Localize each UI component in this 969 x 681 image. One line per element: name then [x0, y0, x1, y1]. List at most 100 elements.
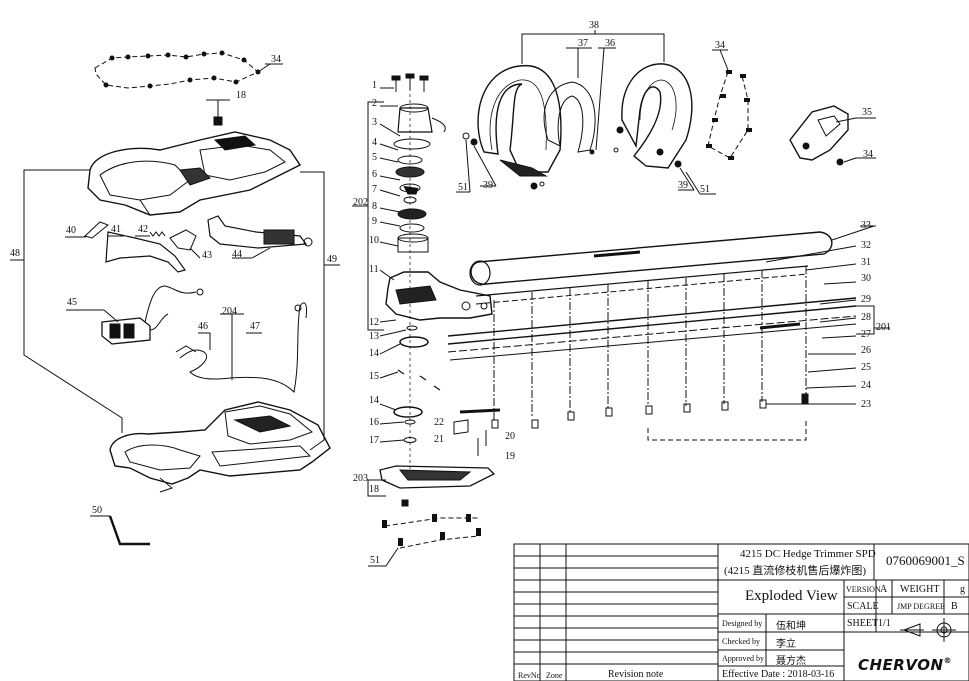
rev-no-header: RevNo	[518, 671, 541, 680]
projection-symbol	[900, 618, 956, 642]
part-label-33: 33	[861, 220, 871, 231]
housing-lower	[109, 401, 331, 485]
degree-label: JMP DEGREE	[897, 602, 945, 611]
part-label-24: 24	[861, 380, 871, 391]
part-label-6: 6	[372, 169, 377, 180]
part-label-44: 44	[232, 249, 242, 260]
hand-guard-35	[789, 105, 849, 161]
scale-label: SCALE	[847, 601, 879, 612]
part-label-19: 19	[505, 451, 515, 462]
drawing-name: Exploded View	[745, 588, 838, 604]
part-label-41: 41	[111, 224, 121, 235]
part-label-201: 201	[876, 322, 891, 333]
part-label-37: 37	[578, 38, 588, 49]
part-label-34c: 34	[863, 149, 873, 160]
part-label-15: 15	[369, 371, 379, 382]
terminal-45	[101, 317, 151, 345]
part-label-21: 21	[434, 434, 444, 445]
title-block-grid	[513, 543, 969, 681]
zone-header: Zone	[546, 671, 563, 680]
screw-chain-34	[94, 52, 259, 89]
part-label-42: 42	[138, 224, 148, 235]
part-label-27: 27	[861, 329, 871, 340]
gearbox-housing-11	[385, 271, 493, 321]
designed-by: 伍和坤	[776, 621, 806, 632]
company-logo: CHERVON®	[858, 656, 953, 674]
part-label-4: 4	[372, 137, 377, 148]
hex-key-50	[108, 515, 150, 546]
part-label-8: 8	[372, 201, 377, 212]
version-label: VERSION	[846, 585, 881, 594]
part-label-35: 35	[862, 107, 872, 118]
weight-unit: g	[960, 584, 965, 595]
approved-by-label: Approved by	[722, 654, 764, 663]
motor-screws-1	[391, 73, 429, 92]
effective-date: Effective Date : 2018-03-16	[722, 669, 835, 680]
degree-value: B	[951, 601, 958, 612]
part-label-203: 203	[353, 473, 368, 484]
part-label-204: 204	[222, 306, 237, 317]
part-label-39b: 39	[678, 180, 688, 191]
part-label-28: 28	[861, 312, 871, 323]
sheet-label: SHEET	[847, 618, 879, 629]
part-label-25: 25	[861, 362, 871, 373]
part-label-14a: 14	[369, 348, 379, 359]
part-label-43: 43	[202, 250, 212, 261]
blade-cover-33	[470, 231, 833, 285]
bolts-23	[491, 399, 767, 429]
part-label-34b: 34	[715, 40, 725, 51]
weight-label: WEIGHT	[900, 584, 940, 595]
revision-note-header: Revision note	[608, 669, 664, 680]
part-label-40: 40	[66, 225, 76, 236]
part-label-18b: 18	[369, 484, 379, 495]
product-title-cn: (4215 直流修枝机售后爆炸图)	[724, 565, 867, 577]
part-label-31: 31	[861, 257, 871, 268]
drawing-number: 0760069001_S	[886, 553, 965, 568]
part-label-30: 30	[861, 273, 871, 284]
part-label-10: 10	[369, 235, 379, 246]
part-label-22: 22	[434, 417, 444, 428]
part-label-13: 13	[369, 331, 379, 342]
part-label-49: 49	[327, 254, 337, 265]
part-label-14b: 14	[369, 395, 379, 406]
part-label-29: 29	[861, 294, 871, 305]
part-label-51c: 51	[370, 555, 380, 566]
part-label-23: 23	[861, 399, 871, 410]
part-label-51a: 51	[458, 182, 468, 193]
part-label-7: 7	[372, 184, 377, 195]
grip-37	[543, 81, 596, 153]
part-label-34a: 34	[271, 54, 281, 65]
gear-plate-18	[379, 465, 496, 489]
part-label-50: 50	[92, 505, 102, 516]
approved-by: 聂方杰	[776, 656, 806, 667]
part-label-3: 3	[372, 117, 377, 128]
part-label-11: 11	[369, 264, 379, 275]
designed-by-label: Designed by	[722, 619, 763, 628]
part-label-18a: 18	[236, 90, 246, 101]
checked-by: 李立	[776, 639, 796, 650]
part-label-51b: 51	[700, 184, 710, 195]
part-label-38: 38	[589, 20, 599, 31]
part-label-5: 5	[372, 152, 377, 163]
part-label-46: 46	[198, 321, 208, 332]
checked-by-label: Checked by	[722, 637, 760, 646]
part-label-47: 47	[250, 321, 260, 332]
part-label-16: 16	[369, 417, 379, 428]
part-label-45: 45	[67, 297, 77, 308]
part-label-202: 202	[353, 197, 368, 208]
sheet-value: 1/1	[878, 618, 891, 629]
part-label-17: 17	[369, 435, 379, 446]
part-label-36: 36	[605, 38, 615, 49]
part-label-12: 12	[369, 317, 379, 328]
part-label-48: 48	[10, 248, 20, 259]
front-handle-right	[621, 63, 693, 169]
version-value: A	[880, 584, 888, 595]
part-label-1: 1	[372, 80, 377, 91]
product-title-en: 4215 DC Hedge Trimmer SPD	[740, 548, 876, 560]
part-label-32: 32	[861, 240, 871, 251]
part-label-26: 26	[861, 345, 871, 356]
part-label-20: 20	[505, 431, 515, 442]
part-label-2: 2	[372, 98, 377, 109]
